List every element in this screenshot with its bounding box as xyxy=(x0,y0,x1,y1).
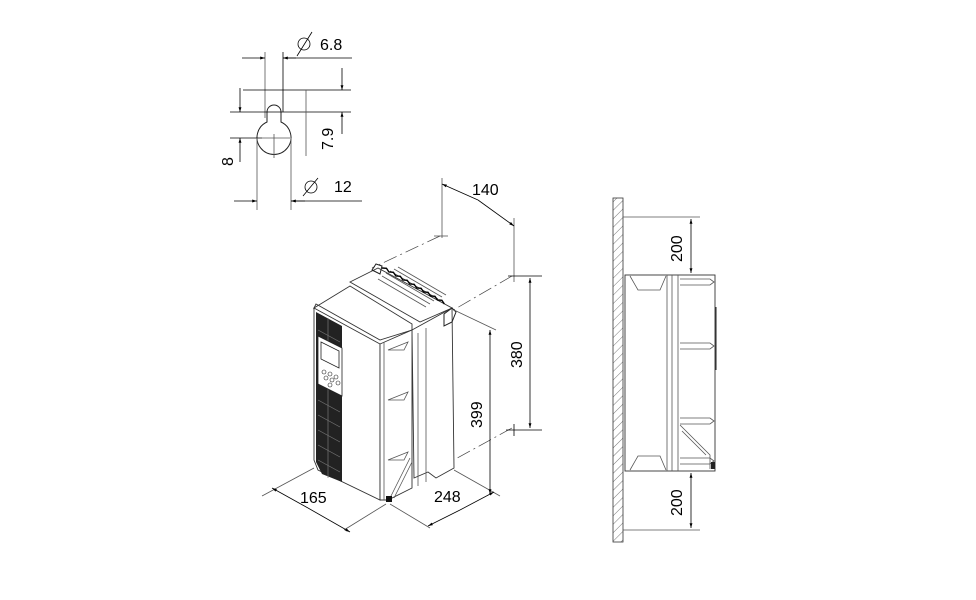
wall xyxy=(612,197,624,543)
overall-height-label: 399 xyxy=(469,401,486,428)
slot-offset-label: 7.9 xyxy=(320,128,337,150)
keypad xyxy=(321,369,341,388)
clearance-bottom-label: 200 xyxy=(669,489,686,516)
keyhole-detail: 6.8 7.9 8 12 xyxy=(220,31,362,210)
depth-spacing-label: 140 xyxy=(472,182,499,199)
clearance-top-label: 200 xyxy=(669,235,686,262)
mounting-height-label: 380 xyxy=(509,341,526,368)
display-screen xyxy=(320,341,340,369)
slot-diameter-label: 6.8 xyxy=(320,37,342,54)
depth-label: 248 xyxy=(434,489,461,506)
isometric-view: 140 380 xyxy=(261,178,542,533)
side-view: 200 200 xyxy=(612,197,717,543)
vertical-offset-label: 8 xyxy=(220,157,237,166)
keyhole-shape xyxy=(256,104,292,155)
width-label: 165 xyxy=(300,490,327,507)
hole-diameter-label: 12 xyxy=(334,179,352,196)
